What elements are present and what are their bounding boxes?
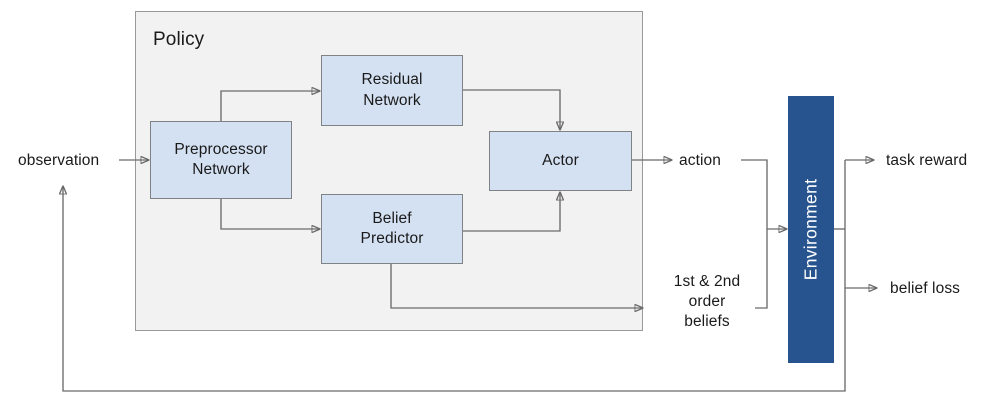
node-environment[interactable]: Environment bbox=[788, 96, 834, 363]
node-residual-line1: Residual bbox=[361, 71, 423, 89]
node-actor[interactable]: Actor bbox=[489, 131, 632, 191]
wire-beliefs-merge bbox=[755, 229, 768, 309]
edge-label-observation: observation bbox=[18, 152, 100, 169]
edge-label-beliefs-line2: order bbox=[688, 293, 726, 311]
edge-label-action: action bbox=[679, 152, 721, 169]
node-preprocessor-line2: Network bbox=[192, 161, 250, 178]
wire-action-merge bbox=[741, 159, 768, 229]
edge-label-beliefs: 1st & 2nd order beliefs bbox=[667, 272, 747, 332]
wire-preprocessor-to-belief bbox=[220, 199, 320, 229]
edge-label-beliefs-line1: 1st & 2nd bbox=[673, 273, 741, 290]
node-residual-network[interactable]: Residual Network bbox=[321, 55, 463, 126]
node-belief-line1: Belief bbox=[372, 209, 412, 227]
edge-label-belief-loss: belief loss bbox=[890, 280, 961, 297]
node-actor-label: Actor bbox=[542, 151, 579, 169]
edge-label-beliefs-line3: beliefs bbox=[684, 313, 730, 331]
node-belief-label: Belief Predictor bbox=[361, 209, 424, 250]
node-residual-label: Residual Network bbox=[361, 70, 422, 111]
wire-residual-to-actor bbox=[463, 89, 560, 130]
wire-environment-feedback-to-observation bbox=[63, 186, 846, 392]
node-preprocessor-label: Preprocessor Network bbox=[174, 140, 267, 181]
node-environment-label: Environment bbox=[800, 178, 821, 281]
node-preprocessor-network[interactable]: Preprocessor Network bbox=[150, 121, 292, 199]
node-belief-line2: Predictor bbox=[360, 230, 424, 247]
wire-belief-to-beliefs bbox=[390, 264, 643, 308]
policy-title: Policy bbox=[153, 29, 205, 50]
node-residual-line2: Network bbox=[363, 91, 421, 109]
edge-label-task-reward: task reward bbox=[886, 152, 968, 169]
wire-belief-to-actor bbox=[463, 192, 560, 232]
node-preprocessor-line1: Preprocessor bbox=[174, 140, 268, 158]
wire-preprocessor-to-residual bbox=[220, 91, 320, 121]
node-belief-predictor[interactable]: Belief Predictor bbox=[321, 194, 463, 264]
